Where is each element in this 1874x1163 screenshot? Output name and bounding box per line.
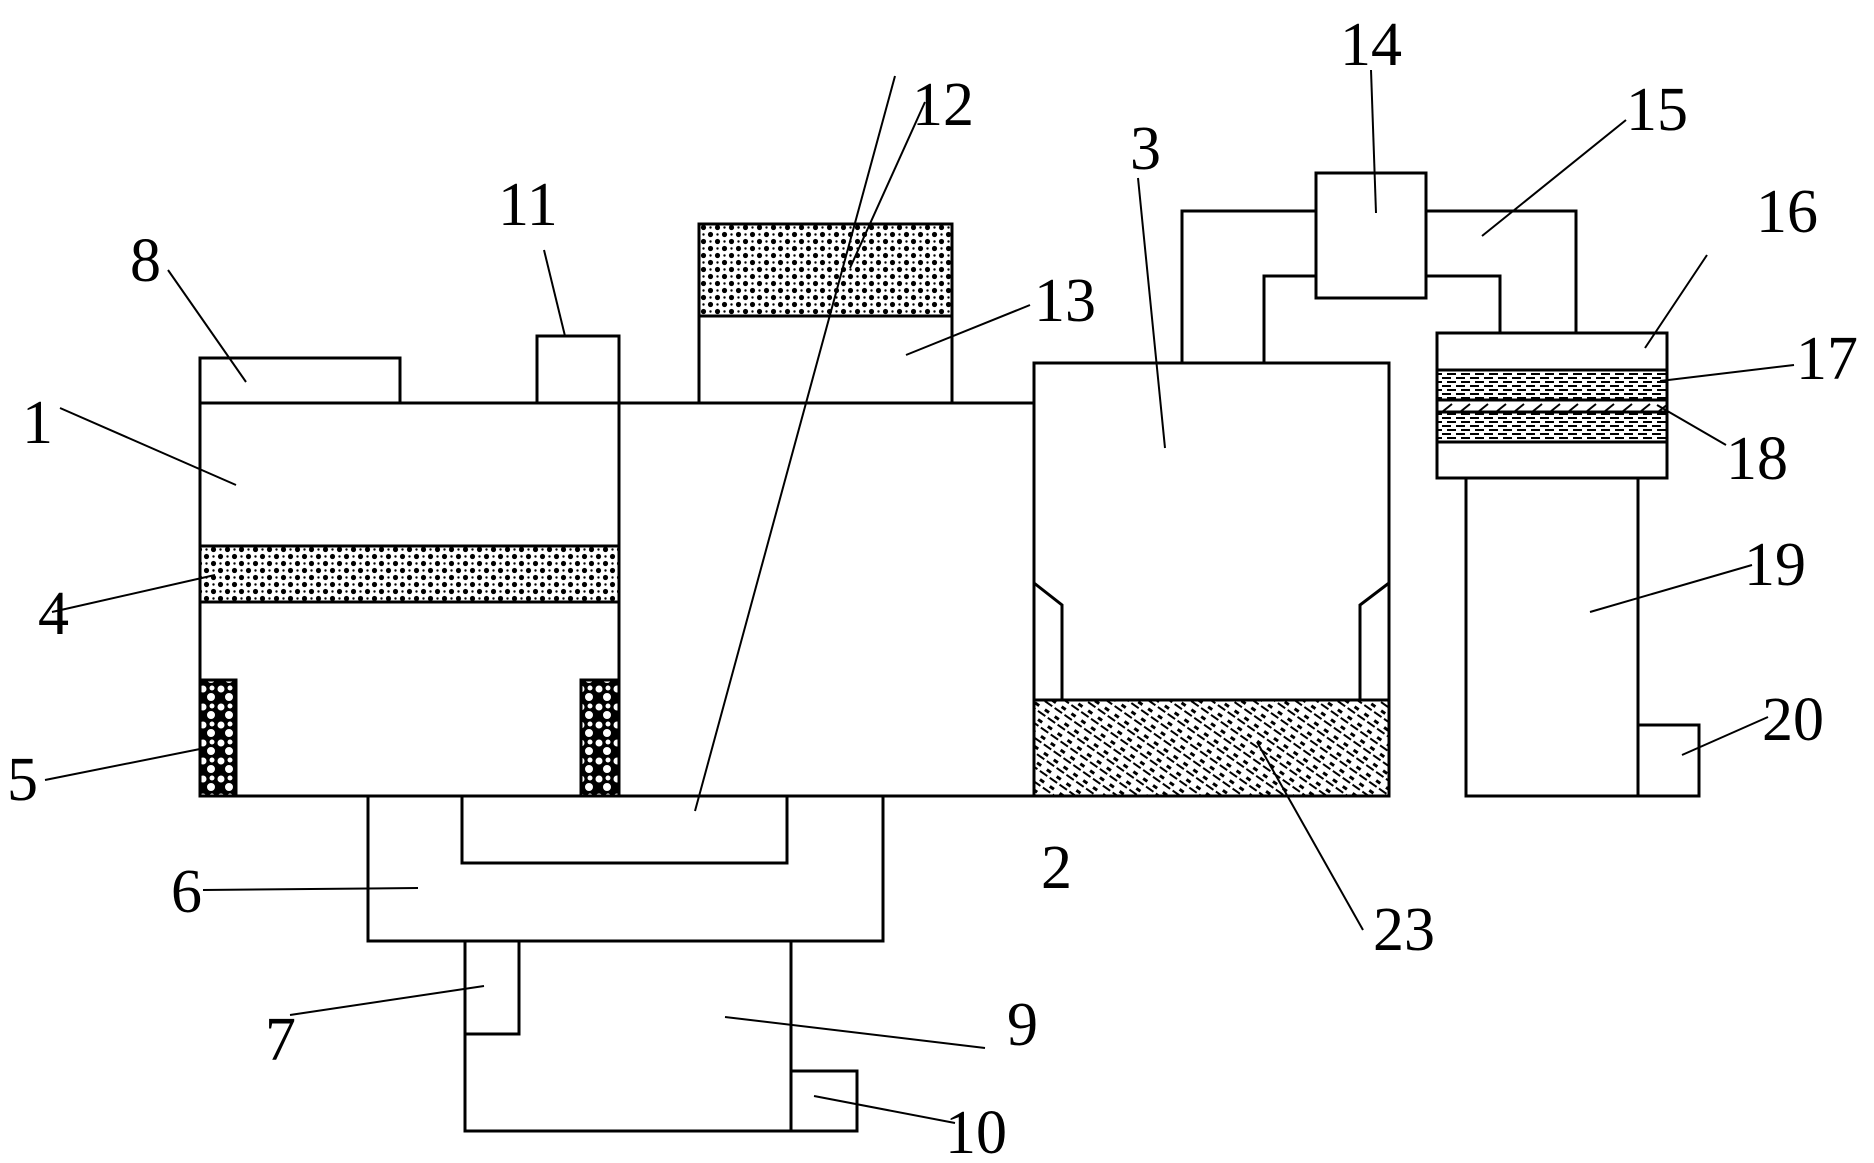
column-19 [1464, 476, 1640, 798]
filter-layer-17 [1435, 368, 1669, 402]
sediment-23 [1032, 698, 1391, 798]
label-1: 1 [22, 389, 53, 457]
filter-cap-12 [697, 222, 954, 318]
pipe-15-outer [1426, 209, 1578, 333]
label-23: 23 [1373, 896, 1435, 964]
label-18: 18 [1726, 425, 1788, 493]
reference-labels: 1 2 3 4 5 6 7 8 9 10 11 12 13 14 15 16 1… [7, 11, 1858, 1163]
label-9: 9 [1007, 991, 1038, 1059]
label-19: 19 [1744, 531, 1806, 599]
outlet-10 [789, 1069, 859, 1133]
label-10: 10 [945, 1099, 1007, 1163]
baffle-right [1358, 581, 1390, 700]
port-11 [535, 334, 621, 405]
chamber-2 [617, 401, 1036, 798]
pipe-15-inner [1426, 274, 1502, 333]
recess-6 [460, 794, 789, 865]
label-16: 16 [1756, 178, 1818, 246]
label-8: 8 [130, 227, 161, 295]
label-5: 5 [7, 746, 38, 814]
lid-8 [198, 356, 402, 405]
leader-lines [44, 69, 1795, 1124]
label-3: 3 [1130, 115, 1161, 183]
baffle-left [1033, 581, 1064, 700]
label-14: 14 [1340, 11, 1402, 79]
label-11: 11 [498, 171, 558, 239]
label-20: 20 [1762, 686, 1824, 754]
label-6: 6 [171, 858, 202, 926]
filler-5-left [198, 678, 238, 798]
pump-14 [1314, 171, 1428, 300]
label-17: 17 [1796, 325, 1858, 393]
label-2: 2 [1041, 834, 1072, 902]
filter-layer-18 [1435, 398, 1669, 414]
label-4: 4 [38, 580, 69, 648]
label-7: 7 [265, 1006, 296, 1074]
filler-5-right [579, 678, 621, 798]
filter-layer-17b [1435, 410, 1669, 444]
outlet-20 [1636, 723, 1701, 798]
label-13: 13 [1034, 267, 1096, 335]
pipe-outer [1180, 209, 1316, 363]
label-15: 15 [1626, 76, 1688, 144]
pipe-inner [1262, 274, 1316, 363]
filter-layer-4 [198, 544, 621, 604]
label-12: 12 [912, 71, 974, 139]
